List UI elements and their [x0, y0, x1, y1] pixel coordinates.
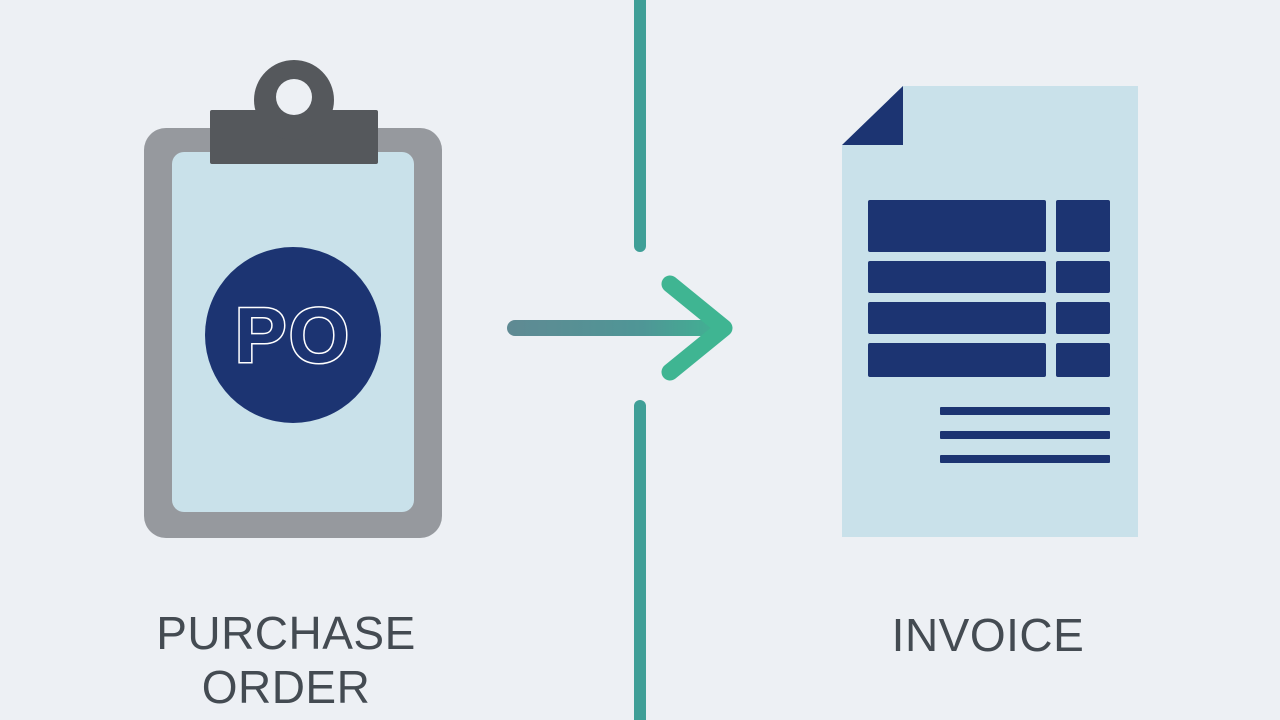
po-badge — [205, 247, 381, 423]
invoice-table-cell — [1056, 343, 1110, 377]
po-badge-text: PO — [235, 291, 352, 379]
invoice-text-line — [940, 455, 1110, 463]
invoice-document-icon — [842, 86, 1138, 537]
invoice-table-cell — [1056, 200, 1110, 252]
invoice-caption-text: INVOICE — [891, 609, 1085, 661]
clipboard-icon: PO — [144, 60, 442, 538]
invoice-text-line — [940, 431, 1110, 439]
invoice-text-line — [940, 407, 1110, 415]
invoice-text-lines — [940, 407, 1110, 463]
purchase-order-caption-line2: ORDER — [201, 661, 371, 714]
arrow-head — [661, 275, 733, 381]
invoice-table-cell — [868, 200, 1046, 252]
purchase-order-caption-line1: PURCHASE — [156, 607, 416, 659]
invoice-table-cell — [868, 261, 1046, 293]
arrow-right-icon — [507, 275, 733, 381]
clipboard-clip-hole — [276, 79, 312, 115]
invoice-table-cell — [868, 302, 1046, 334]
invoice-page-fold — [842, 86, 903, 145]
invoice-table — [868, 200, 1110, 377]
invoice-table-cell — [1056, 261, 1110, 293]
invoice-table-cell — [868, 343, 1046, 377]
purchase-order-caption: PURCHASE ORDER — [136, 606, 436, 715]
invoice-caption: INVOICE — [838, 608, 1138, 662]
invoice-table-cell — [1056, 302, 1110, 334]
